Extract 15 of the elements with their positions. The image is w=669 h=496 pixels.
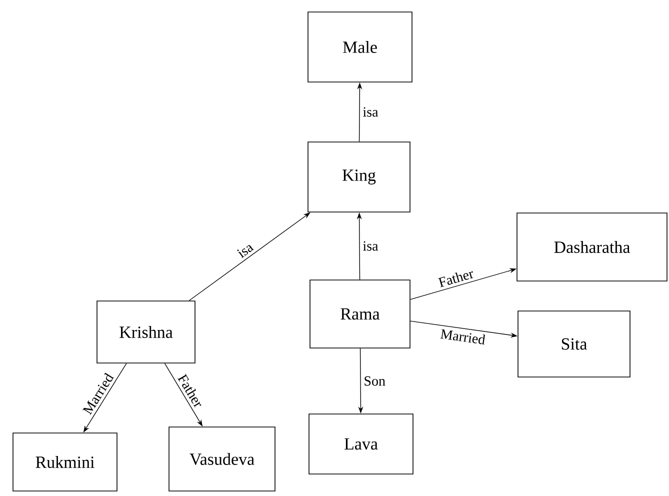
edge-label: isa (363, 107, 378, 117)
edge-label: Son (364, 376, 386, 386)
name-box: Rukmini (12, 432, 118, 492)
name-box: Vasudeva (168, 426, 276, 492)
name-box: Dasharatha (516, 212, 668, 282)
name-box: Sita (518, 310, 630, 378)
edge-label: Father (438, 271, 474, 288)
edge-label: isa (237, 245, 254, 258)
name-box: Male (308, 12, 412, 82)
edge-label: Married (440, 329, 485, 344)
name-box: Lava (308, 414, 414, 474)
edge-label: isa (363, 241, 378, 251)
name-box: Rama (310, 280, 410, 348)
name-box: King (308, 142, 410, 212)
name-box: Krishna (96, 300, 196, 364)
